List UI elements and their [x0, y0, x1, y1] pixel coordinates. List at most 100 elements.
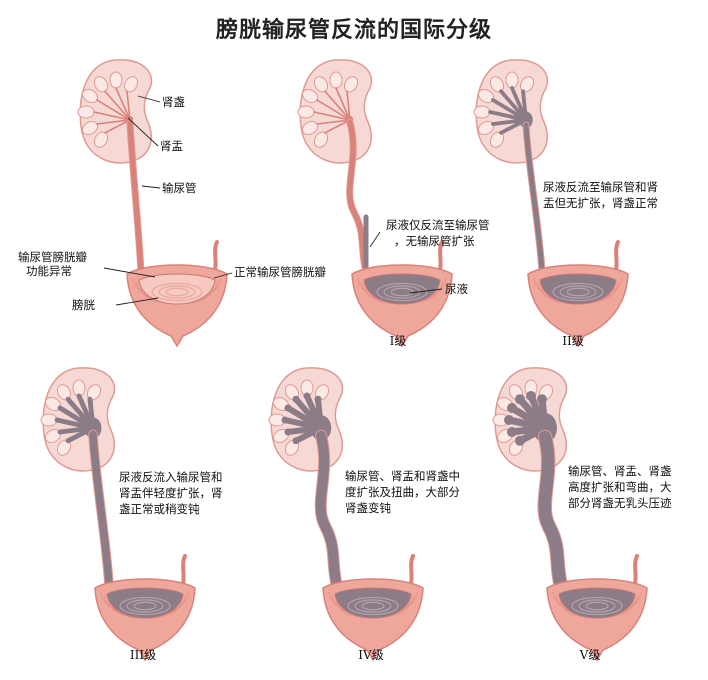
- bladder-fold: [571, 596, 623, 616]
- bladder-fold: [133, 601, 157, 611]
- description-line: 输尿管、肾盂、肾盏: [568, 464, 672, 478]
- label-bladder: 膀胱: [72, 298, 95, 312]
- grade-label: V级: [579, 648, 601, 662]
- renal-pyramid: [109, 71, 123, 89]
- calyx-branch: [104, 119, 131, 134]
- grade-label: I级: [390, 334, 407, 348]
- dilated-calyx: [526, 391, 536, 401]
- bladder-fold: [552, 282, 604, 302]
- dilated-calyx: [284, 404, 292, 412]
- bladder-fold: [566, 287, 590, 297]
- dilated-calyx: [504, 415, 514, 425]
- calyx-branch: [115, 87, 131, 121]
- grade-label: III级: [130, 648, 156, 662]
- renal-pyramid: [505, 71, 519, 89]
- urine-in-bladder: [106, 587, 184, 619]
- renal-pyramid: [329, 71, 343, 89]
- description-line: 度扩张及扭曲，大部分: [345, 485, 460, 499]
- dilated-calyx: [506, 427, 517, 437]
- leader-line: [369, 231, 381, 248]
- calyx-branch: [316, 99, 351, 121]
- label-calyx: 肾盏: [162, 95, 185, 109]
- description-line: 输尿管、肾盂和肾盏中: [345, 469, 460, 483]
- normal-ureter: [213, 240, 219, 272]
- description-line: 部分肾盏无乳头压迹: [568, 496, 672, 510]
- bladder-fold: [119, 596, 171, 616]
- dilated-calyx: [292, 437, 300, 445]
- description-line: 盏正常或稍变钝: [119, 502, 200, 516]
- ureter: [89, 430, 113, 590]
- calyx-branch: [96, 99, 131, 121]
- normal-ureter: [438, 240, 444, 272]
- urine-annotation: 尿液: [369, 231, 468, 296]
- ureter: [347, 119, 369, 275]
- leader-line: [141, 185, 161, 189]
- leader-line: [115, 297, 159, 306]
- urine-in-bladder: [558, 587, 636, 619]
- description-line: 高度扩张和弯曲，大: [568, 480, 672, 494]
- panel-grade-5: [492, 367, 648, 662]
- dilated-calyx: [506, 403, 517, 413]
- normal-ureter: [633, 554, 639, 586]
- dilated-calyx: [515, 394, 525, 405]
- dilated-calyx: [314, 395, 322, 403]
- grade-label: IV级: [358, 648, 383, 662]
- description-line: 尿液反流至输尿管和肾: [543, 180, 658, 194]
- calyx-branch: [346, 90, 351, 121]
- leader-line: [127, 117, 159, 147]
- panel-grade-1: [297, 59, 453, 348]
- label-urine: 尿液: [445, 282, 468, 296]
- bladder-fold: [165, 287, 189, 297]
- calyx-branch: [96, 119, 131, 125]
- bladder-fold: [578, 599, 616, 613]
- ureter: [538, 430, 568, 593]
- bladder-fold: [347, 596, 399, 616]
- normal-ureter: [181, 554, 187, 586]
- bladder-fold: [151, 282, 203, 302]
- dilated-calyx: [281, 416, 289, 424]
- description-line: 肾盂伴轻度扩张，肾: [119, 486, 223, 500]
- label-normal-valve: 正常输尿管膀胱瓣: [234, 265, 326, 279]
- description-line: 肾盏变钝: [345, 501, 391, 515]
- renal-pyramid: [297, 105, 315, 119]
- label-ureter: 输尿管: [162, 181, 197, 195]
- dilated-calyx: [537, 394, 547, 405]
- ureter: [315, 430, 342, 591]
- normal-ureter: [409, 554, 415, 586]
- grade-1-text: 尿液仅反流至输尿管 ，无输尿管扩张 I级: [386, 218, 490, 348]
- description-line: 尿液仅反流至输尿管: [386, 218, 490, 232]
- panel-grade-3: [40, 367, 196, 662]
- panel-grade-4: [268, 367, 424, 662]
- panels-layer: 肾盏肾盂输尿管输尿管膀胱瓣功能异常正常输尿管膀胱瓣膀胱尿液仅反流至输尿管，无输尿…: [18, 59, 672, 662]
- panel-grade-2: [473, 59, 629, 348]
- leader-line: [213, 272, 233, 279]
- dilated-calyx: [292, 395, 300, 403]
- bladder-fold: [585, 601, 609, 611]
- leader-line: [409, 288, 443, 294]
- leader-line: [137, 95, 161, 103]
- renal-pyramid: [77, 105, 95, 119]
- calyx-branch: [93, 111, 131, 121]
- bladder-fold: [158, 285, 196, 299]
- description-line: ，无输尿管扩张: [394, 234, 475, 248]
- renal-pyramid: [473, 105, 491, 119]
- calyx-branch: [126, 90, 131, 121]
- label-pelvis: 肾盂: [160, 139, 183, 153]
- normal-anatomy-labels: 肾盏肾盂输尿管输尿管膀胱瓣功能异常正常输尿管膀胱瓣膀胱: [18, 95, 326, 312]
- calyx-branch: [313, 111, 351, 121]
- label-abnormal-valve-line1: 输尿管膀胱瓣: [18, 250, 87, 264]
- description-line: 盂但无扩张，肾盏正常: [543, 196, 658, 210]
- leader-line: [103, 267, 156, 278]
- bladder-fold: [376, 282, 428, 302]
- panel-normal: [77, 59, 228, 348]
- bladder-fold: [354, 599, 392, 613]
- grade-label: II级: [562, 334, 583, 348]
- calyx-branch: [335, 87, 351, 121]
- dilated-calyx: [303, 392, 311, 400]
- bladder-fold: [126, 599, 164, 613]
